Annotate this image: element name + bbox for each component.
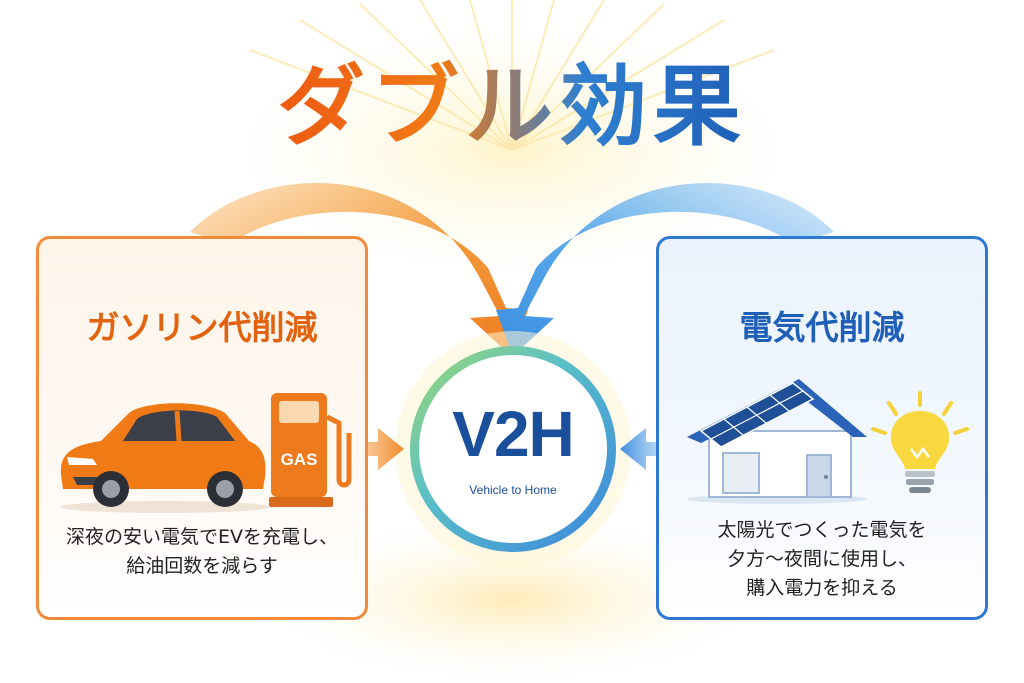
sun-rays xyxy=(249,0,775,151)
gas-label: GAS xyxy=(281,450,318,469)
gasoline-savings-description: 深夜の安い電気でEVを充電し、 給油回数を減らす xyxy=(65,526,338,577)
hub-subtitle: Vehicle to Home xyxy=(469,483,557,497)
gasoline-savings-title: ガソリン代削減 xyxy=(86,308,318,347)
hub-ring xyxy=(410,346,616,552)
car-icon xyxy=(60,403,269,513)
electricity-savings-panel: 電気代削減 太陽光でつくった電気を 夕方〜夜間に使用し、 xyxy=(656,236,988,620)
left-to-hub-arrow xyxy=(346,428,404,470)
light-bulb-icon xyxy=(871,391,969,493)
hub-title: V2H xyxy=(452,398,575,470)
main-title: ダブル効果 xyxy=(276,55,747,158)
v2h-hub: V2H Vehicle to Home xyxy=(419,355,607,543)
electricity-savings-title: 電気代削減 xyxy=(739,308,905,347)
house-icon xyxy=(687,379,867,504)
gas-pump-icon: GAS xyxy=(269,393,352,507)
gasoline-savings-panel: ガソリン代削減 GAS 深夜の安い電気でEVを充電し、 給油回数を減らす xyxy=(36,236,368,620)
solar-panel-icon xyxy=(699,382,815,448)
electricity-savings-description: 太陽光でつくった電気を 夕方〜夜間に使用し、 購入電力を抑える xyxy=(717,519,927,599)
right-to-hub-arrow xyxy=(620,428,676,470)
